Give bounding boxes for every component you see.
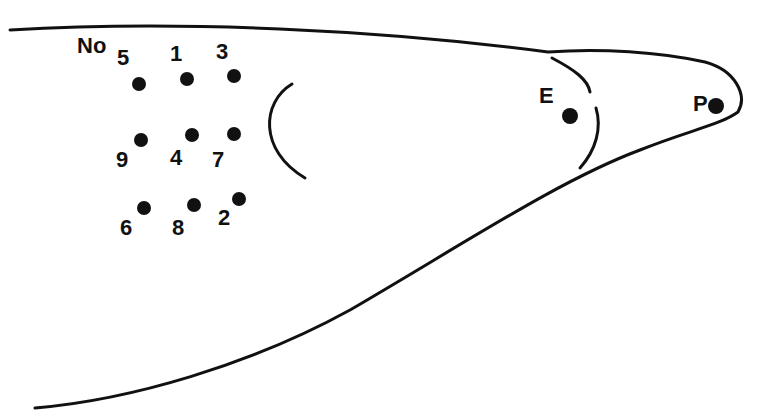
callout-label: 9 [116, 149, 128, 171]
point-dot [232, 192, 246, 206]
point-dot [227, 127, 241, 141]
eye-arc [552, 58, 598, 168]
callout-label: 7 [212, 149, 224, 171]
point-dot [187, 198, 201, 212]
gill-arc [270, 84, 305, 178]
callout-label: 6 [120, 217, 132, 239]
callout-label: 1 [170, 43, 182, 65]
callout-label: 2 [218, 207, 230, 229]
point-dot [134, 133, 148, 147]
callout-label: No [77, 35, 106, 57]
point-dot [227, 69, 241, 83]
callout-label: 8 [172, 217, 184, 239]
callout-label: 4 [170, 147, 182, 169]
point-dot [132, 77, 146, 91]
point-dot [185, 128, 199, 142]
body-outline [10, 26, 741, 408]
point-dot [562, 108, 578, 124]
callout-label: E [539, 85, 554, 107]
point-dot [180, 72, 194, 86]
point-dot [708, 98, 724, 114]
callout-label: 5 [117, 47, 129, 69]
callout-label: P [693, 93, 708, 115]
point-dot [137, 201, 151, 215]
callout-label: 3 [216, 41, 228, 63]
